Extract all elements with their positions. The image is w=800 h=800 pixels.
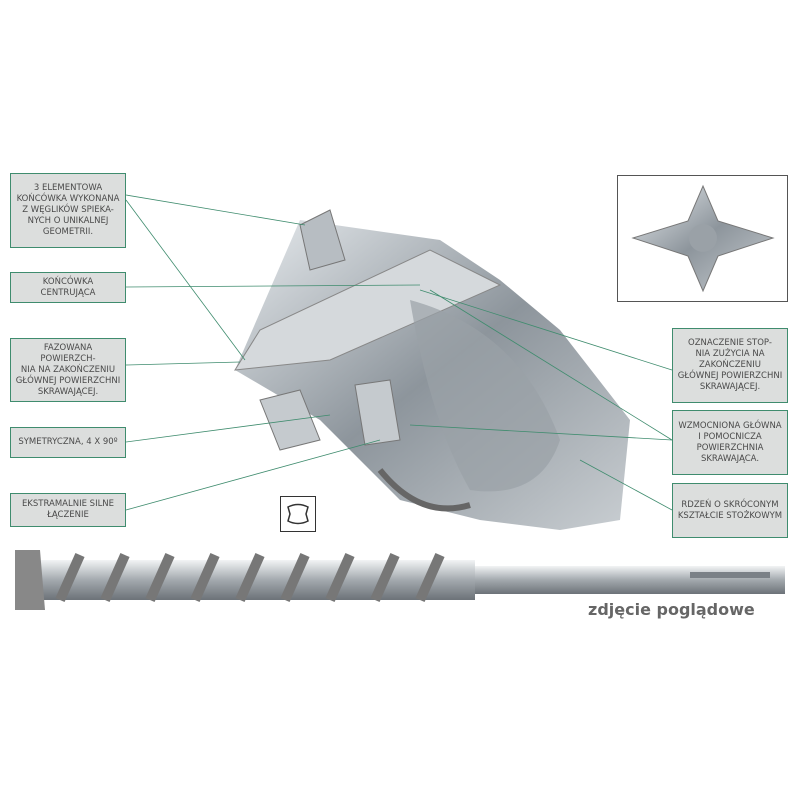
sds-max-shank-icon bbox=[280, 496, 316, 532]
label-conical-core: RDZEŃ O SKRÓCONYM KSZTAŁCIE STOŻKOWYM bbox=[672, 483, 788, 538]
caption: zdjęcie poglądowe bbox=[588, 600, 755, 619]
label-chamfered-surface: FAZOWANA POWIERZCH- NIA NA ZAKOŃCZENIU G… bbox=[10, 338, 126, 402]
full-drill-bit bbox=[15, 550, 785, 610]
cross-head-inset bbox=[617, 175, 788, 302]
label-symmetric: SYMETRYCZNA, 4 X 90º bbox=[10, 427, 126, 458]
label-strong-joint: EKSTRAMALNIE SILNE ŁĄCZENIE bbox=[10, 493, 126, 527]
label-reinforced-cutting: WZMOCNIONA GŁÓWNA I POMOCNICZA POWIERZCH… bbox=[672, 410, 788, 475]
label-carbide-tip: 3 ELEMENTOWA KOŃCÓWKA WYKONANA Z WĘGLIKÓ… bbox=[10, 173, 126, 248]
label-wear-indicator: OZNACZENIE STOP- NIA ZUŻYCIA NA ZAKOŃCZE… bbox=[672, 328, 788, 403]
cross-head-image bbox=[631, 184, 775, 293]
drill-head-closeup bbox=[234, 209, 630, 530]
label-centering-tip: KOŃCÓWKA CENTRUJĄCA bbox=[10, 272, 126, 303]
leader-lines bbox=[125, 194, 673, 511]
